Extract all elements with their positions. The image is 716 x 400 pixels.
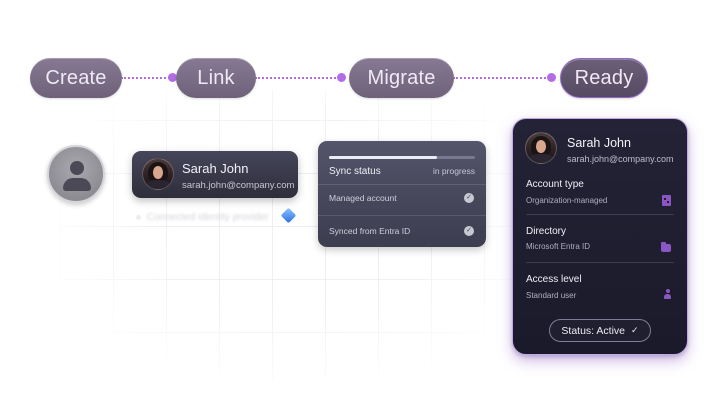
account-type-label: Account type	[526, 179, 584, 190]
step-dot	[337, 73, 346, 82]
divider	[526, 262, 674, 263]
divider	[318, 215, 486, 216]
sync-row-managed: Managed account	[329, 193, 397, 203]
sync-progress-fill	[329, 156, 438, 159]
connected-bullet	[136, 215, 141, 220]
step-create[interactable]: Create	[30, 58, 122, 98]
access-level-value: Standard user	[526, 291, 577, 300]
step-migrate[interactable]: Migrate	[349, 58, 454, 98]
account-type-value: Organization-managed	[526, 196, 608, 205]
step-dot	[168, 73, 177, 82]
check-icon: ✓	[464, 226, 474, 236]
status-text: Status: Active	[561, 324, 626, 337]
folder-icon	[661, 242, 671, 252]
directory-value: Microsoft Entra ID	[526, 242, 591, 251]
avatar	[525, 132, 557, 164]
step-connector	[121, 77, 177, 79]
profile-email: sarah.john@company.com	[567, 154, 674, 164]
step-ready[interactable]: Ready	[560, 58, 648, 98]
linked-user-card[interactable]: Sarah John sarah.john@company.com	[132, 151, 298, 198]
access-level-label: Access level	[526, 274, 582, 285]
check-icon: ✓	[464, 193, 474, 203]
divider	[526, 214, 674, 215]
user-name: Sarah John	[182, 161, 249, 176]
avatar	[142, 158, 174, 190]
user-icon-head	[70, 161, 84, 175]
step-link[interactable]: Link	[176, 58, 256, 98]
user-icon-body	[63, 178, 91, 191]
person-icon	[664, 289, 671, 299]
sync-title: Sync status	[329, 166, 381, 177]
step-connector	[255, 77, 343, 79]
sync-progress-bar	[329, 156, 475, 159]
profile-name: Sarah John	[567, 136, 631, 150]
connected-provider-label: Connected identity provider	[147, 212, 269, 223]
check-icon: ✓	[631, 325, 639, 335]
sync-row-entra: Synced from Entra ID	[329, 226, 411, 236]
step-connector	[453, 77, 553, 79]
step-dot	[547, 73, 556, 82]
directory-label: Directory	[526, 226, 567, 237]
avatar-placeholder	[47, 145, 105, 203]
sync-status-card: Sync status in progress Managed account …	[318, 141, 486, 247]
sync-state: in progress	[432, 166, 475, 176]
user-email: sarah.john@company.com	[182, 180, 295, 191]
building-icon	[662, 195, 671, 206]
profile-panel: Sarah John sarah.john@company.com Accoun…	[512, 118, 688, 355]
divider	[318, 184, 486, 185]
status-badge[interactable]: Status: Active ✓	[549, 319, 651, 342]
